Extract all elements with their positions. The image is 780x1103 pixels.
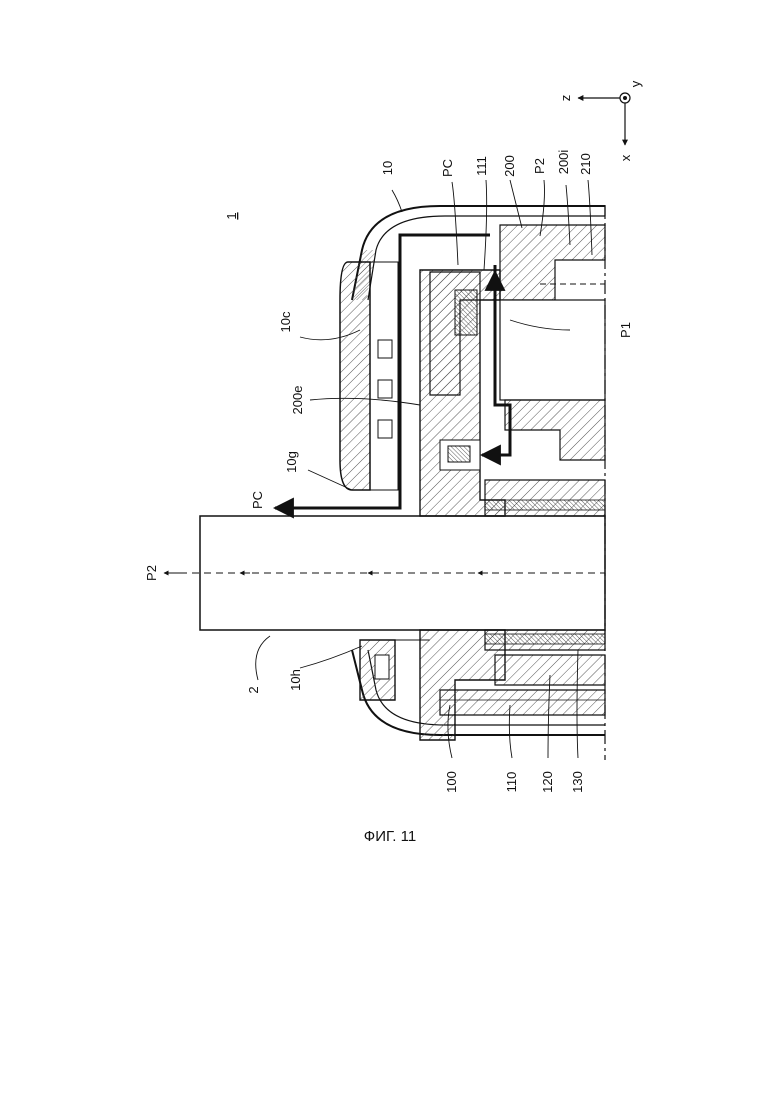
axis-label-y: y [628, 80, 643, 87]
label-200e: 200e [290, 386, 305, 415]
label-2: 2 [246, 686, 261, 693]
label-130: 130 [570, 771, 585, 793]
label-p2-left: P2 [144, 565, 159, 581]
label-1: 1 [224, 212, 239, 219]
shaft-2 [164, 516, 605, 630]
label-pc-top: PC [440, 159, 455, 177]
label-10: 10 [380, 161, 395, 175]
label-200: 200 [502, 155, 517, 177]
label-111: 111 [474, 156, 489, 176]
label-110: 110 [504, 772, 519, 793]
figure-caption: ФИГ. 11 [0, 828, 780, 845]
label-100: 100 [444, 771, 459, 793]
cap-10c [340, 262, 398, 490]
label-200i: 200i [556, 150, 571, 175]
label-pc-arrow: PC [250, 491, 265, 509]
label-10c: 10c [278, 311, 293, 332]
label-10h: 10h [288, 669, 303, 691]
label-p1: P1 [618, 322, 633, 338]
label-10g: 10g [284, 451, 299, 473]
axis-triad [578, 93, 630, 145]
label-120: 120 [540, 771, 555, 793]
axis-label-x: x [618, 154, 633, 161]
label-210: 210 [578, 153, 593, 175]
label-p2-top: P2 [532, 158, 547, 174]
axis-label-z: z [558, 95, 573, 102]
